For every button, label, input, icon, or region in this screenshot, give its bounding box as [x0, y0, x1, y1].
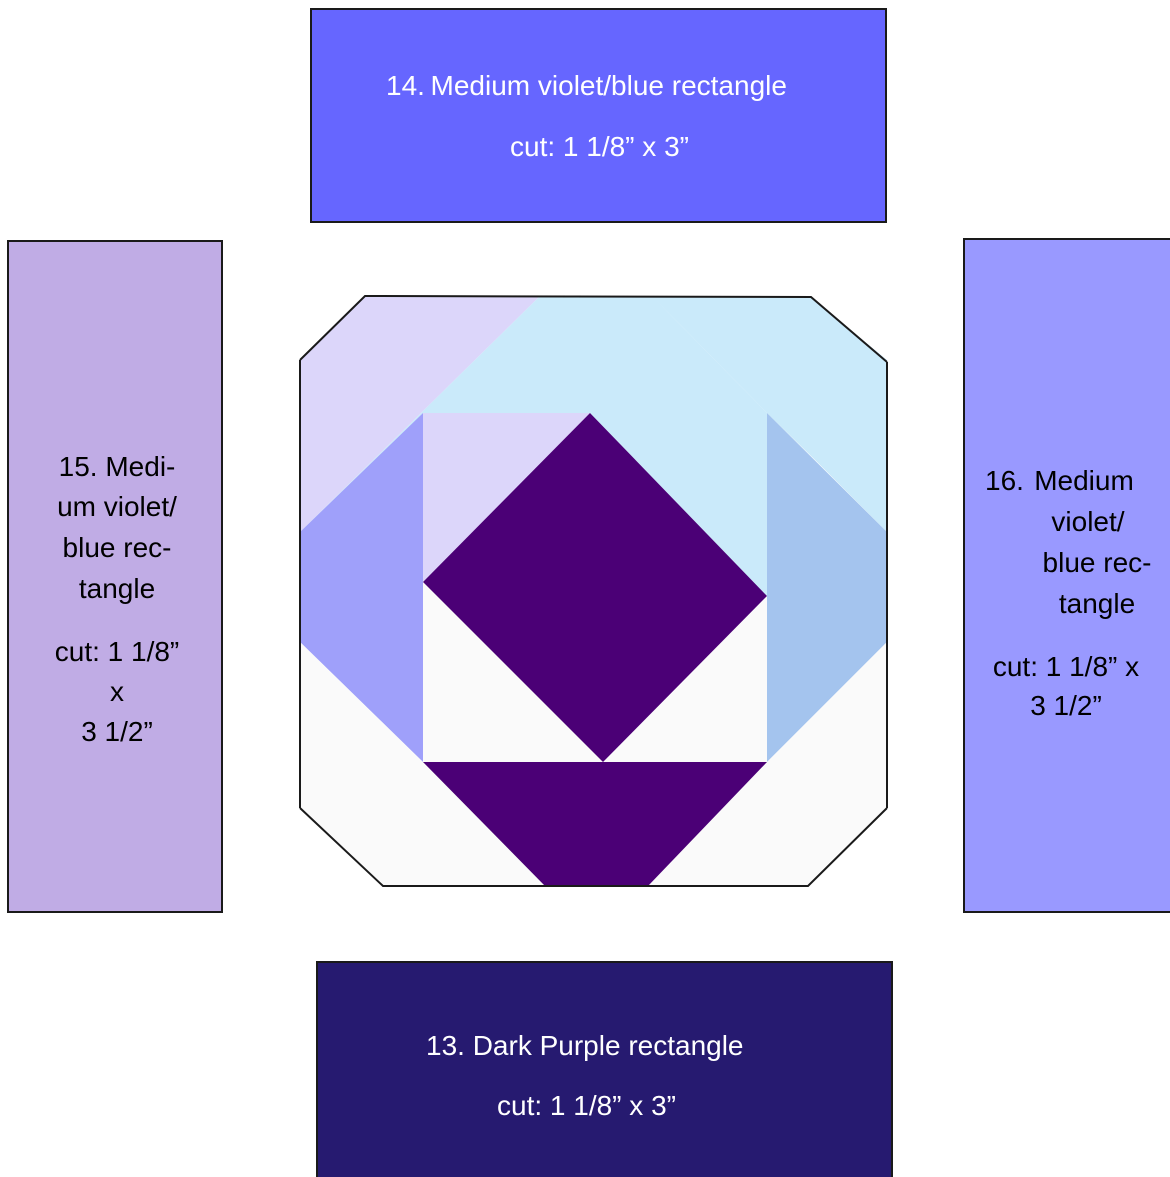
- piece-16-cut-line-2: 3 1/2”: [1030, 690, 1102, 721]
- dark-purple-center-diamond: [423, 413, 767, 762]
- piece-16-title-line-2: violet/: [1051, 506, 1125, 537]
- piece-15-cut-line-2: x: [110, 676, 124, 707]
- quilt-block: [299, 294, 888, 887]
- piece-14-cut: cut: 1 1/8” x 3”: [510, 131, 689, 162]
- piece-14-rectangle: [310, 8, 887, 223]
- piece-16-cut-line-1: cut: 1 1/8” x: [992, 651, 1140, 682]
- piece-15-title-line-1: 15. Medi-: [58, 451, 176, 482]
- piece-13-rectangle: [316, 961, 893, 1177]
- block-outline-bottom: [299, 807, 888, 887]
- piece-16-title-line-3: blue rec-: [1042, 547, 1152, 578]
- piece-15-rectangle: [7, 240, 223, 913]
- piece-15-title-line-3: blue rec-: [62, 532, 172, 563]
- piece-15-cut-line-3: 3 1/2”: [81, 716, 153, 747]
- piece-16-title-line-1: Medium: [1034, 465, 1134, 496]
- piece-16-number: 16.: [985, 465, 1024, 496]
- piece-14-title: 14. Medium violet/blue rectangle: [386, 70, 787, 101]
- piece-13-title: 13. Dark Purple rectangle: [426, 1030, 744, 1061]
- light-blue-top-right: [652, 296, 887, 530]
- piece-15-title-line-4: tangle: [78, 573, 156, 604]
- periwinkle-left-band: [300, 413, 423, 762]
- piece-13-cut: cut: 1 1/8” x 3”: [497, 1090, 676, 1121]
- piece-16-rectangle: [963, 238, 1170, 913]
- piece-15-title-line-2: um violet/: [57, 491, 177, 522]
- white-inner-square-bottom: [423, 582, 767, 762]
- dark-purple-bottom-trapezoid: [423, 762, 767, 886]
- block-outline-top: [299, 294, 888, 363]
- soft-blue-right-band: [767, 413, 887, 762]
- piece-16-title-line-4: tangle: [1058, 588, 1136, 619]
- piece-15-cut-line-1: cut: 1 1/8”: [54, 636, 180, 667]
